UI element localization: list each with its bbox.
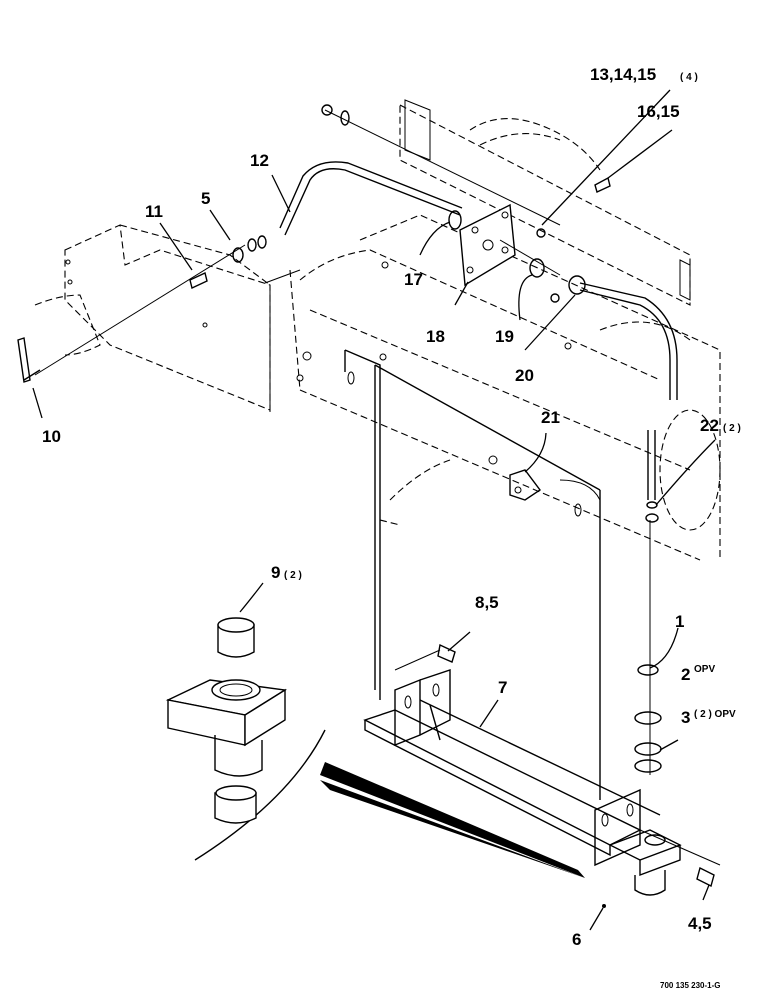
figure-code: 700 135 230-1-G [660, 981, 721, 990]
callout-3: 3 [681, 708, 690, 727]
bottom-channel [363, 669, 682, 896]
callout-7: 7 [498, 678, 507, 697]
callout-9-qty: ( 2 ) [284, 570, 302, 581]
callout-11: 11 [145, 202, 163, 221]
upper-rail [399, 99, 691, 306]
callout-22: 22 [700, 416, 719, 435]
hardware [65, 104, 715, 908]
callout-19: 19 [495, 327, 514, 346]
callout-2-opv: OPV [694, 664, 715, 675]
hose [279, 161, 678, 500]
callout-18: 18 [426, 327, 445, 346]
callout-labels: 13,14,15 ( 4 ) 16,15 12 11 5 17 18 19 20… [42, 65, 741, 990]
mount-plate [459, 203, 516, 287]
callout-21: 21 [541, 408, 560, 427]
leader-lines [32, 89, 716, 931]
callout-6: 6 [572, 930, 581, 949]
left-frame [64, 224, 301, 412]
callout-22-qty: ( 2 ) [723, 423, 741, 434]
callout-5: 5 [201, 189, 210, 208]
shield-and-bracket [17, 294, 101, 383]
callout-4-5: 4,5 [688, 914, 712, 933]
callout-12: 12 [250, 151, 269, 170]
central-housing [299, 214, 721, 561]
callout-8-5: 8,5 [475, 593, 499, 612]
callout-3-qty-opv: ( 2 ) OPV [694, 709, 736, 720]
assembly-axes [34, 109, 721, 866]
callout-13-qty: ( 4 ) [680, 72, 698, 83]
callout-2: 2 [681, 665, 690, 684]
callout-10: 10 [42, 427, 61, 446]
callout-9: 9 [271, 563, 280, 582]
callout-17: 17 [404, 270, 423, 289]
callout-1: 1 [675, 612, 684, 631]
main-plate [344, 349, 601, 800]
callout-16-15: 16,15 [637, 102, 680, 121]
callout-13-14-15: 13,14,15 [590, 65, 656, 84]
inset-detail [165, 617, 585, 878]
callout-20: 20 [515, 366, 534, 385]
